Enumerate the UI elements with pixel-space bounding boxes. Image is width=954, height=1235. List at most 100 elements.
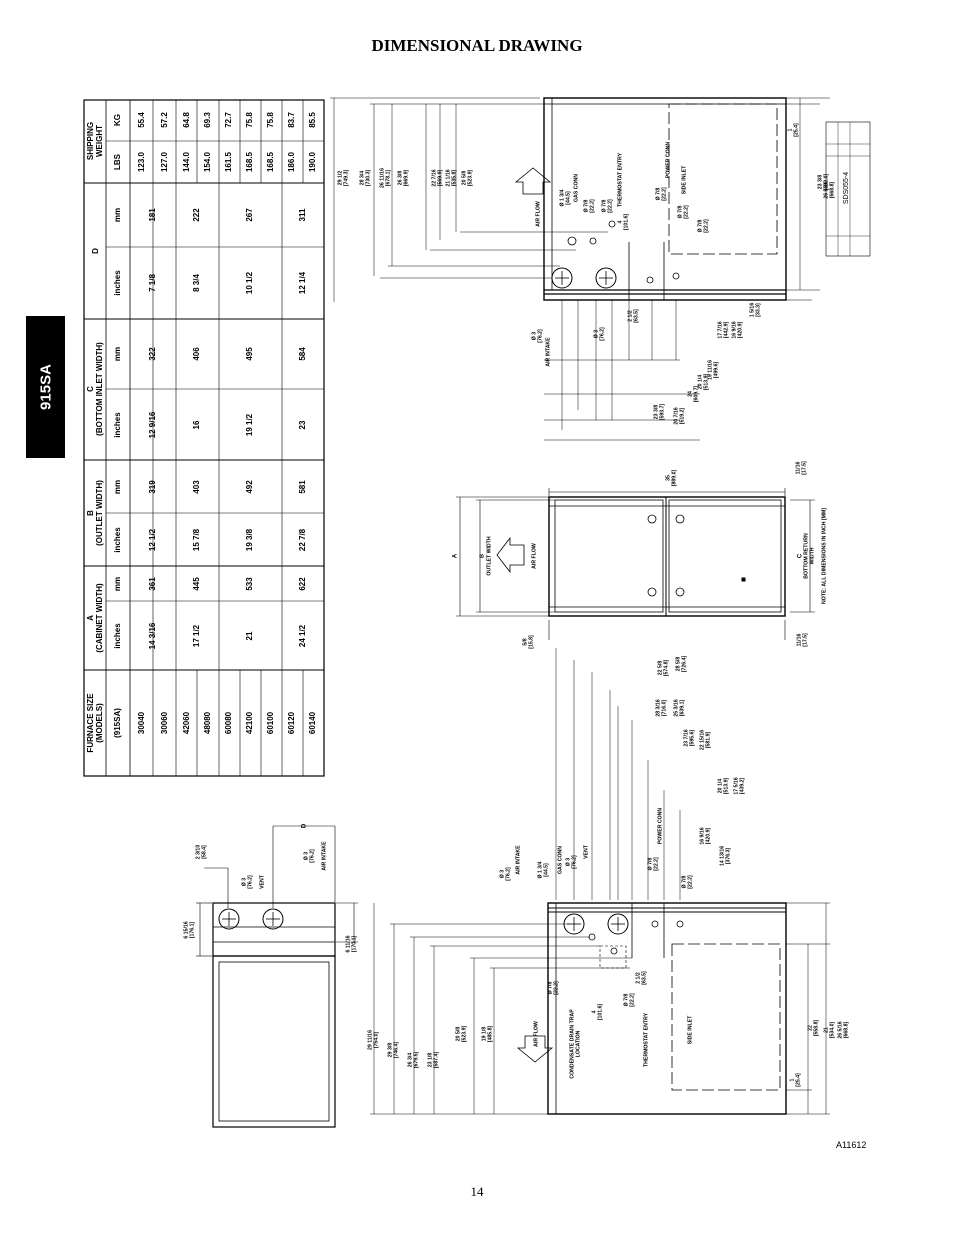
label-air-intake-lower: AIR INTAKE [515,845,521,875]
dim-right-6: 16 9/16 [731,321,737,338]
dim-front-top-2: [716.0] [661,700,667,717]
dim-front-top-4: [595.6] [689,730,695,747]
header-furnace-size: FURNACE SIZE [86,693,95,753]
dim-top-5: 21 1/16 [445,169,451,186]
dim-left-5: [485.8] [487,1026,493,1043]
table-cell-c-in: 12 9/16 [148,411,157,438]
dim-left-1: [746.4] [393,1042,399,1059]
table-cell-lbs: 190.0 [308,151,317,172]
dim-dia78e-upper: Ø 7/8 [697,220,703,233]
table-subheader: mm [113,577,122,591]
dim-right-10: 1 [787,128,793,131]
dim-right-4: 19 11/16 [707,360,713,380]
dim-11-16-top: 11/16 [795,462,801,475]
label-outlet-width: OUTLET WIDTH [486,536,492,575]
front-view [456,488,815,640]
table-subheader: mm [113,347,122,361]
dim-dia3-lower: [76.2] [505,867,511,881]
header-furnace-size: (MODELS) [95,703,104,743]
table-subheader: mm [113,208,122,222]
table-cell-kg: 83.7 [287,112,296,128]
table-cell-b-mm: 581 [298,480,307,494]
dim-front-top-2: 28 3/16 [655,699,661,716]
dim-front-top-8: 16 9/16 [699,827,705,844]
table-cell-model: 60100 [266,711,275,734]
dim-top-6: 20 5/8 [461,171,467,186]
dim-right-0: 23 3/8 [653,405,659,420]
dim-dia134-lower: Ø 1 3/4 [537,861,543,878]
dim-left-0: 29 11/16 [367,1030,373,1050]
dim-dia78d-upper: Ø 7/8 [677,206,683,219]
side-view-lower [370,648,830,1115]
dim-1-lower: [25.4] [795,1073,801,1087]
table-cell-model: 42100 [245,711,254,734]
table-subheader: KG [113,114,122,126]
label-air-intake-top: AIR INTAKE [321,841,327,871]
dim-front-top-5: [581.9] [705,732,711,749]
dim-front-top-4: 23 7/16 [683,729,689,746]
dim-dia3-lower: Ø 3 [499,870,505,878]
dim-21-lower: [534.0] [829,1022,835,1039]
dim-dia78b-lower: [22.2] [629,993,635,1007]
label-vent-lower: VENT [583,844,589,859]
label-thermostat-lower: THERMOSTAT ENTRY [643,1012,649,1067]
figure-id: A11612 [836,1140,867,1150]
table-cell-lbs: 161.5 [224,151,233,172]
table-cell-a-mm: 361 [148,577,157,591]
dim-2-12-upper: [63.5] [633,309,639,323]
dim-left-1: 29 3/8 [387,1043,393,1058]
dim-left-3: [587.4] [433,1052,439,1069]
table-cell-d-in: 12 1/4 [298,271,307,294]
dim-right-9: 26 5/16 [823,181,829,198]
table-cell-d-in: 8 3/4 [192,274,201,292]
dim-right-0: [593.7] [659,404,665,421]
table-cell-model: 30040 [137,711,146,734]
dim-dia134-upper: [44.5] [565,191,571,205]
dim-top-5: [535.8] [451,170,457,187]
label-vent-top: VENT [259,874,265,889]
label-thermostat-upper: THERMOSTAT ENTRY [617,152,623,207]
dim-front-top-8: [420.9] [705,828,711,845]
dim-right-3: [513.9] [703,374,709,391]
dim-11-16-bottom: [17.5] [802,633,808,647]
page-title: DIMENSIONAL DRAWING [371,36,583,55]
dim-26b-lower: [668.8] [843,1022,849,1039]
table-cell-a-mm: 533 [245,577,254,591]
dim-right-8: [592.0] [823,174,829,191]
dimensions-table [83,99,325,777]
table-cell-model: 48080 [203,711,212,734]
table-cell-lbs: 186.0 [287,151,296,172]
table-subheader: inches [113,527,122,553]
dim-dia3b-upper: Ø 3 [593,330,599,338]
table-cell-kg: 69.3 [203,112,212,128]
table-cell-model: 60120 [287,711,296,734]
label-bottom-return: BOTTOM RETURN [803,533,809,579]
dim-dia3-upper: Ø 3 [531,332,537,340]
table-text: FURNACE SIZE(MODELS)A(CABINET WIDTH)B(OU… [86,112,317,753]
table-cell-kg: 64.8 [182,112,191,128]
dim-top-4: 22 7/16 [431,169,437,186]
header-a: (CABINET WIDTH) [95,583,104,653]
dim-dia134-upper: Ø 1 3/4 [559,189,565,206]
table-cell-kg: 57.2 [160,112,169,128]
table-cell-c-in: 19 1/2 [245,413,254,436]
dim-dia3-top-a: Ø 3 [241,878,247,886]
dim-front-top-7: [439.2] [739,778,745,795]
dim-35: 35 [665,475,671,481]
dim-left-4: [523.9] [461,1026,467,1043]
dim-top-2: 26 11/16 [379,168,385,188]
dim-dia78d-lower: Ø 7/8 [681,876,687,889]
table-subheader: mm [113,480,122,494]
dim-right-7: 1 5/16 [749,303,755,318]
table-cell-a-mm: 622 [298,577,307,591]
dim-dia3-upper: [76.2] [537,329,543,343]
dim-1-lower: 1 [789,1078,795,1081]
dim-dia3b-lower: Ø 3 [565,858,571,866]
dim-21-lower: 21 [823,1027,829,1033]
dim-right-5: [442.9] [723,322,729,339]
table-cell-kg: 55.4 [137,112,146,128]
table-cell-d-mm: 222 [192,208,201,222]
table-cell-c-mm: 584 [298,347,307,361]
table-subheader: (915SA) [113,708,122,738]
dim-6-15: 6 15/16 [183,921,189,938]
